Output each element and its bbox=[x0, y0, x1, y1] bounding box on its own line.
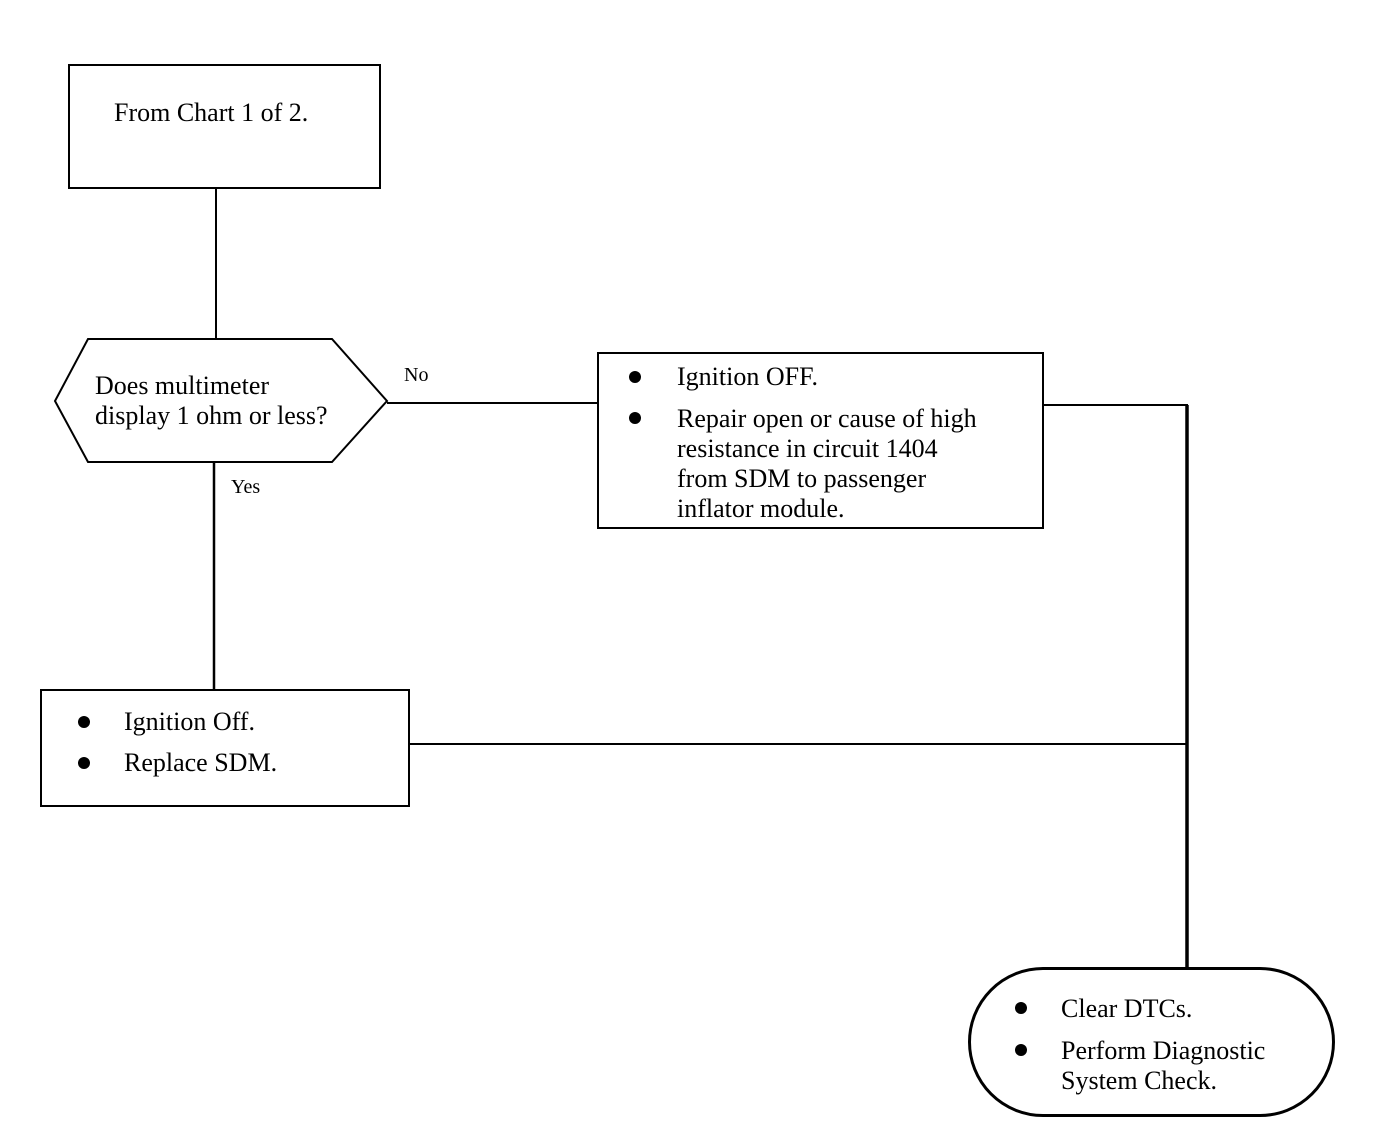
yes-branch-label: Yes bbox=[231, 476, 261, 498]
no-action-item-2-line-4: inflator module. bbox=[677, 494, 845, 523]
no-action-item-2-line-2: resistance in circuit 1404 bbox=[677, 434, 938, 463]
bullet-icon bbox=[1015, 1044, 1027, 1056]
no-action-item-2-line-1: Repair open or cause of high bbox=[677, 404, 977, 433]
decision-line-1: Does multimeter bbox=[95, 371, 270, 400]
yes-action-item-1: Ignition Off. bbox=[124, 707, 255, 736]
terminal-item-1: Clear DTCs. bbox=[1061, 994, 1193, 1023]
bullet-icon bbox=[629, 412, 641, 424]
no-action-box: Ignition OFF. Repair open or cause of hi… bbox=[597, 352, 1044, 529]
terminal-item-2-line-2: System Check. bbox=[1061, 1066, 1217, 1095]
bullet-icon bbox=[78, 716, 90, 728]
terminal-item-2-line-1: Perform Diagnostic bbox=[1061, 1036, 1266, 1065]
yes-action-box: Ignition Off. Replace SDM. bbox=[40, 689, 410, 807]
bullet-icon bbox=[78, 757, 90, 769]
terminal-box: Clear DTCs. Perform Diagnostic System Ch… bbox=[968, 967, 1335, 1117]
decision-text: Does multimeter display 1 ohm or less? bbox=[95, 371, 385, 433]
start-box-text: From Chart 1 of 2. bbox=[114, 98, 309, 127]
yes-action-item-2: Replace SDM. bbox=[124, 748, 278, 777]
start-box: From Chart 1 of 2. bbox=[68, 64, 381, 189]
decision-line-2: display 1 ohm or less? bbox=[95, 401, 328, 430]
no-branch-label: No bbox=[404, 364, 429, 386]
bullet-icon bbox=[629, 371, 641, 383]
no-action-item-2-line-3: from SDM to passenger bbox=[677, 464, 927, 493]
no-action-item-1: Ignition OFF. bbox=[677, 362, 818, 391]
decision-hexagon bbox=[53, 338, 389, 463]
bullet-icon bbox=[1015, 1002, 1027, 1014]
